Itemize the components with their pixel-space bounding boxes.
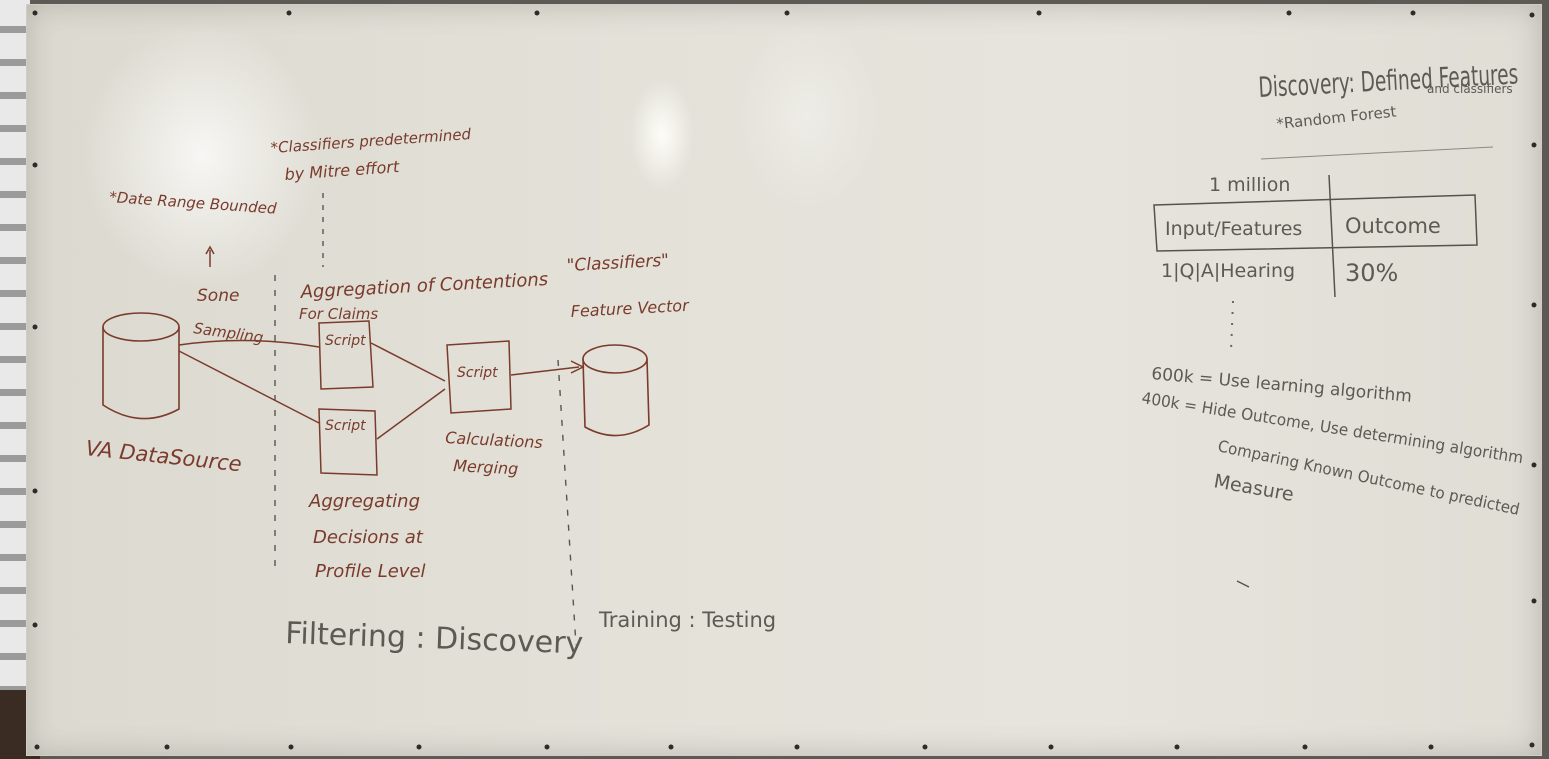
random-forest-note: *Random Forest (1276, 102, 1398, 132)
table-header-input: Input/Features (1165, 218, 1302, 240)
whiteboard-drawing: *Date Range Bounded *Classifiers predete… (32, 10, 1537, 750)
profile-level-label: Profile Level (315, 561, 426, 582)
merging-label: Merging (453, 456, 519, 478)
for-claims-label: For Claims (299, 305, 378, 323)
feature-vector-cylinder (582, 344, 650, 437)
classifiers-quote: "Classifiers" (566, 251, 669, 276)
training-testing-label: Training : Testing (598, 608, 776, 632)
line-400k: 400k = Hide Outcome, Use determining alg… (1140, 388, 1524, 467)
script-box-middle: Script (446, 340, 512, 414)
flow-lines (178, 339, 585, 440)
table-row-outcome: 30% (1345, 259, 1398, 287)
separator-line-2 (557, 359, 577, 646)
decisions-label: Decisions at (313, 527, 424, 548)
classifiers-note-line2: by Mitre effort (284, 157, 401, 184)
script-top-label: Script (325, 333, 366, 349)
classifiers-note-line1: *Classifiers predetermined (270, 125, 472, 157)
window-blinds (0, 0, 30, 700)
line-measure: Measure (1212, 470, 1295, 506)
va-datasource-label: VA DataSource (84, 436, 242, 476)
features-table (1153, 174, 1478, 298)
script-middle-label: Script (457, 365, 498, 381)
one-million-label: 1 million (1209, 174, 1290, 196)
va-datasource-cylinder (102, 312, 180, 420)
table-header-outcome: Outcome (1345, 214, 1441, 238)
feature-vector-label: Feature Vector (570, 296, 690, 321)
date-range-note: *Date Range Bounded (109, 188, 278, 218)
sone-label: Sone (197, 286, 239, 306)
aggregating-label: Aggregating (308, 491, 420, 512)
whiteboard: *Date Range Bounded *Classifiers predete… (26, 4, 1542, 756)
table-row-input: 1|Q|A|Hearing (1161, 260, 1295, 282)
heading-underline (1260, 146, 1494, 160)
discovery-heading: Discovery: Defined Features (1258, 57, 1519, 104)
script-box-top: Script (318, 320, 374, 390)
aggregation-label: Aggregation of Contentions (299, 269, 549, 303)
script-bottom-label: Script (325, 418, 366, 434)
calculations-label: Calculations (445, 428, 543, 452)
script-box-bottom: Script (318, 408, 378, 476)
filtering-discovery-label: Filtering : Discovery (285, 616, 584, 661)
frame-screws (32, 10, 1537, 750)
discovery-heading-cont: and classifiers (1427, 82, 1513, 96)
